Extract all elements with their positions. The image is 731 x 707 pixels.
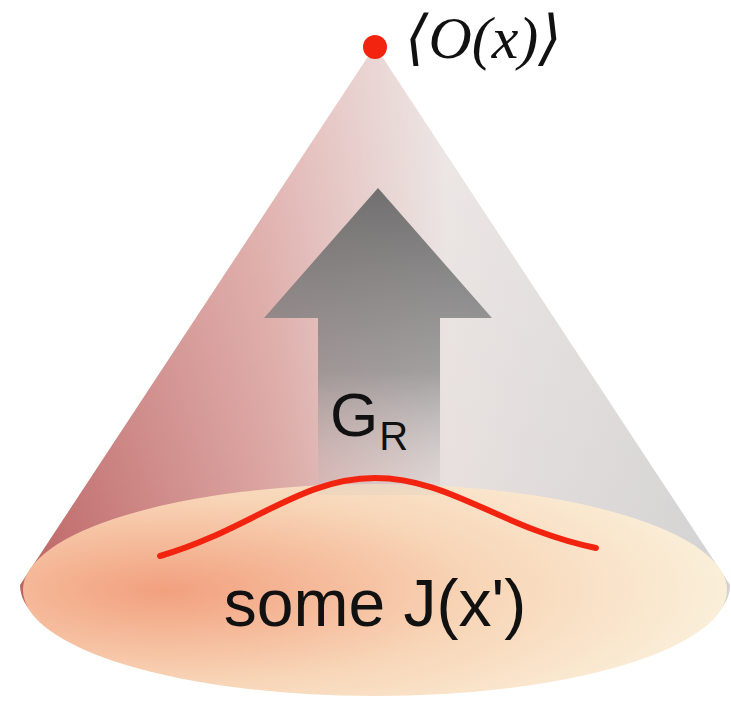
propagator-subscript: R [379, 416, 408, 456]
propagation-arrow [264, 188, 492, 495]
propagator-label: G [330, 384, 378, 446]
apex-dot [363, 35, 387, 59]
cone-base [23, 484, 727, 696]
observable-label: ⟨O(x)⟩ [405, 8, 562, 68]
source-curve [160, 478, 596, 556]
source-label: some J(x') [224, 570, 526, 636]
